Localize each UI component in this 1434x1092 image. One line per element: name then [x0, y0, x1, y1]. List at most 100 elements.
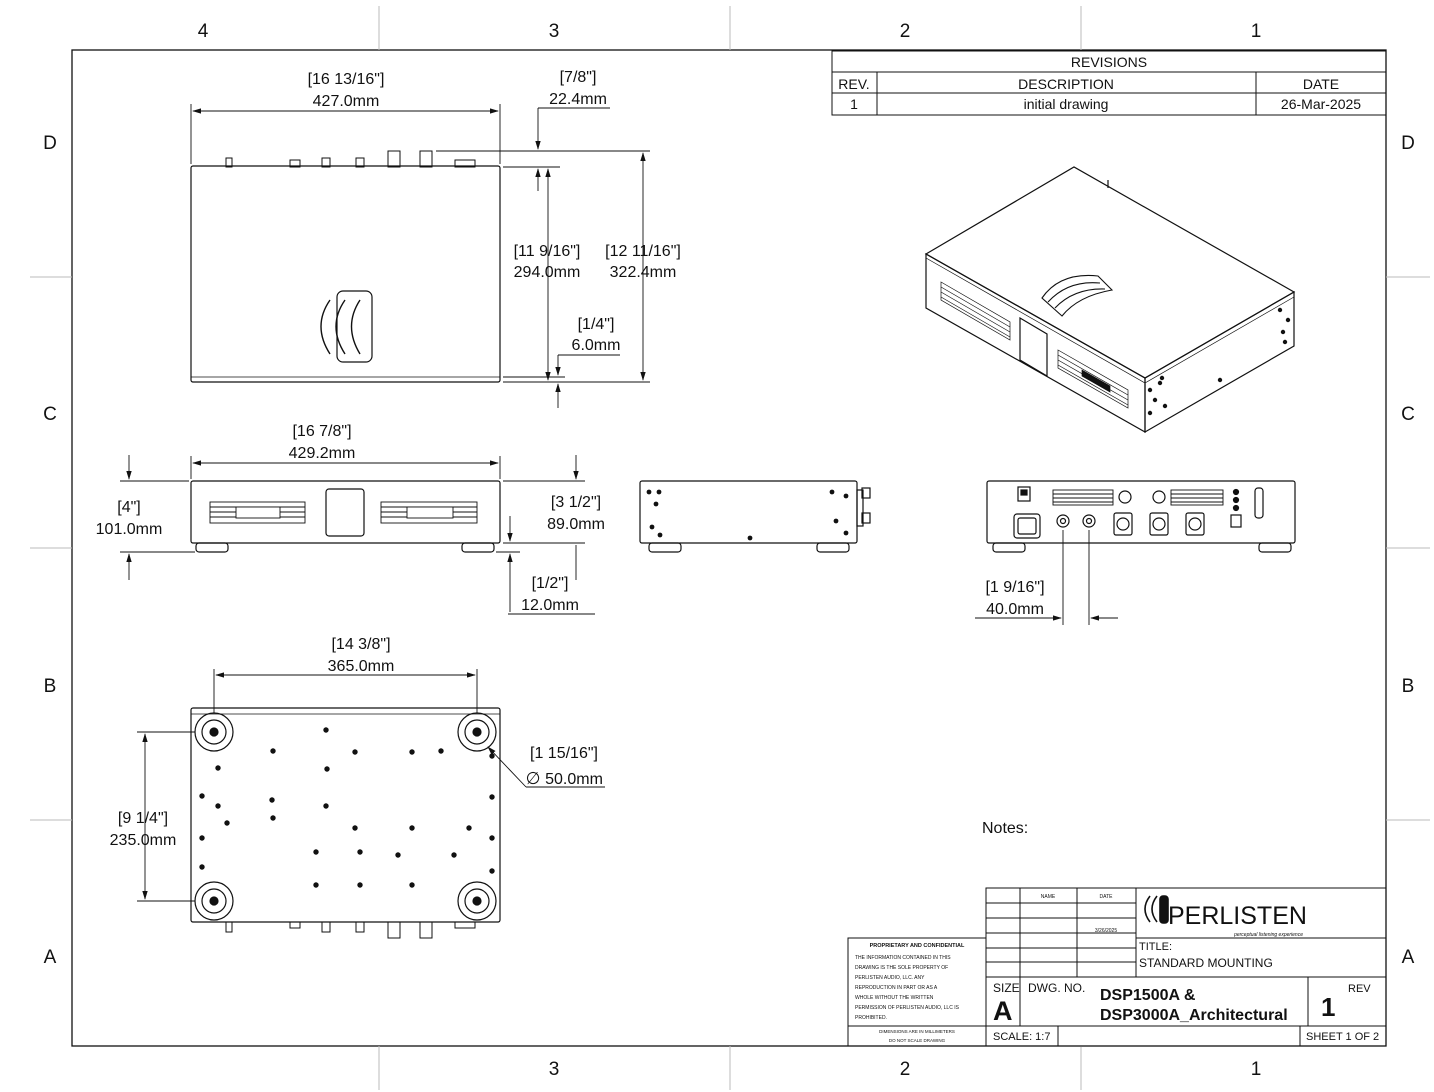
zone-row-d: D [43, 133, 57, 154]
dim-bottom-width-inch: [14 3/8"] [331, 636, 390, 653]
knob-icon [1118, 490, 1132, 504]
front-display-window [325, 488, 365, 537]
dim-width-inch: [16 13/16"] [308, 71, 385, 88]
revision-description: initial drawing [1024, 96, 1109, 112]
dwg-number-line-1: DSP1500A & [1100, 987, 1196, 1004]
scale-note: DO NOT SCALE DRAWING [889, 1038, 946, 1043]
xlr-connector-icon [1113, 512, 1133, 536]
zone-row-b-right: B [1402, 676, 1415, 697]
dim-depth-total-mm: 322.4mm [610, 264, 677, 281]
front-view-dimensions [120, 455, 595, 615]
zone-col-2-bottom: 2 [900, 1059, 911, 1080]
iso-vent-right [1057, 349, 1129, 409]
dim-offset-mm: 22.4mm [549, 91, 607, 108]
isometric-view [924, 166, 1296, 434]
revisions-title: REVISIONS [1071, 54, 1147, 70]
revision-date: 26-Mar-2025 [1281, 96, 1361, 112]
rca-jack-icon [1082, 514, 1096, 528]
perlisten-logo-iso [1041, 274, 1114, 317]
dim-rear-spacing-inch: [1 9/16"] [985, 579, 1044, 596]
zone-col-4: 4 [198, 21, 209, 42]
title-block-text: NAME DATE 3/26/2025 PERLISTEN perceptual… [855, 894, 1379, 1043]
dim-front-width-inch: [16 7/8"] [292, 423, 351, 440]
dim-foot-inch: [1/4"] [578, 316, 615, 333]
dim-front-width-mm: 429.2mm [289, 445, 356, 462]
screw-holes [199, 727, 495, 888]
iso-display-window [1019, 316, 1048, 378]
dim-front-height-inch: [4"] [117, 499, 140, 516]
rev-label: REV [1348, 983, 1371, 995]
size-label: SIZE [993, 981, 1020, 995]
dwg-number-line-2: DSP3000A_Architectural [1100, 1007, 1288, 1024]
dim-depth-mm: 294.0mm [514, 264, 581, 281]
name-label: NAME [1041, 894, 1056, 900]
sheet-number: SHEET 1 OF 2 [1306, 1031, 1379, 1043]
sheet-frame [30, 6, 1430, 1090]
proprietary-title: PROPRIETARY AND CONFIDENTIAL [870, 943, 965, 949]
dim-offset-inch: [7/8"] [560, 69, 597, 86]
top-view [190, 150, 501, 383]
scale-value: SCALE: 1:7 [993, 1031, 1050, 1043]
dim-body-height-inch: [3 1/2"] [551, 494, 601, 511]
proprietary-line: WHOLE WITHOUT THE WRITTEN [855, 995, 934, 1001]
zone-col-1: 1 [1251, 21, 1262, 42]
antenna-icon [1254, 487, 1264, 519]
top-view-dimensions [190, 104, 650, 408]
rear-view-labels: [1 9/16"] 40.0mm [985, 579, 1044, 618]
power-switch-icon [1017, 486, 1031, 502]
date-header: DATE [1303, 76, 1339, 92]
bottom-view-dimensions [137, 669, 605, 902]
diameter-symbol: ∅ [526, 769, 541, 788]
title-value: STANDARD MOUNTING [1139, 956, 1273, 970]
proprietary-line: PERMISSION OF PERLISTEN AUDIO, LLC IS [855, 1005, 960, 1011]
dim-front-height-mm: 101.0mm [96, 521, 163, 538]
zone-row-c-right: C [1401, 404, 1415, 425]
date-value: 3/26/2025 [1095, 928, 1117, 934]
power-inlet-icon [1013, 513, 1041, 539]
zone-row-c: C [43, 404, 57, 425]
notes-label: Notes: [982, 820, 1028, 837]
zone-col-3: 3 [549, 21, 560, 42]
zone-col-2: 2 [900, 21, 911, 42]
zone-row-a: A [44, 947, 57, 968]
brand-tagline: perceptual listening experience [1233, 932, 1303, 938]
rca-jack-icon [1056, 514, 1070, 528]
xlr-connector-icon [1185, 512, 1205, 536]
knob-icon [1152, 490, 1166, 504]
revisions-table: REVISIONS REV. DESCRIPTION DATE 1 initia… [831, 50, 1387, 116]
dim-depth-total-inch: [12 11/16"] [605, 243, 681, 260]
perlisten-logo [1144, 895, 1169, 924]
dim-foot-diameter-mm: 50.0mm [545, 771, 603, 788]
proprietary-line: THE INFORMATION CONTAINED IN THIS [855, 955, 951, 961]
description-header: DESCRIPTION [1018, 76, 1114, 92]
front-vent-left [209, 501, 306, 524]
proprietary-line: PERLISTEN AUDIO, LLC. ANY [855, 975, 925, 981]
rear-vent-left [1052, 489, 1114, 506]
title-block [847, 887, 1387, 1047]
rev-value: 1 [1321, 992, 1335, 1022]
perlisten-logo-top [320, 290, 373, 363]
dim-front-foot-mm: 12.0mm [521, 597, 579, 614]
dim-foot-mm: 6.0mm [572, 337, 621, 354]
side-view [639, 480, 871, 553]
rear-view [986, 480, 1296, 553]
iso-vent-left [940, 281, 1011, 341]
xlr-connector-icon [1149, 512, 1169, 536]
proprietary-line: PROHIBITED. [855, 1015, 887, 1021]
title-label: TITLE: [1139, 941, 1172, 953]
dim-foot-diameter-inch: [1 15/16"] [530, 745, 598, 762]
revision-number: 1 [850, 96, 858, 112]
foot-pads [194, 712, 497, 921]
units-note: DIMENSIONS ARE IN MILLIMETERS [879, 1029, 955, 1034]
top-view-labels: [16 13/16"] 427.0mm [7/8"] 22.4mm [11 9/… [308, 69, 681, 354]
dim-front-foot-inch: [1/2"] [532, 575, 569, 592]
rear-vent-right [1170, 489, 1224, 506]
zone-row-d-right: D [1401, 133, 1415, 154]
proprietary-line: DRAWING IS THE SOLE PROPERTY OF [855, 965, 948, 971]
zone-row-b: B [44, 676, 57, 697]
zone-row-a-right: A [1402, 947, 1415, 968]
zone-labels: 4 3 2 1 3 2 1 D C B A D C B A [43, 21, 1415, 1080]
zone-col-1-bottom: 1 [1251, 1059, 1262, 1080]
front-vent-right [380, 501, 478, 524]
